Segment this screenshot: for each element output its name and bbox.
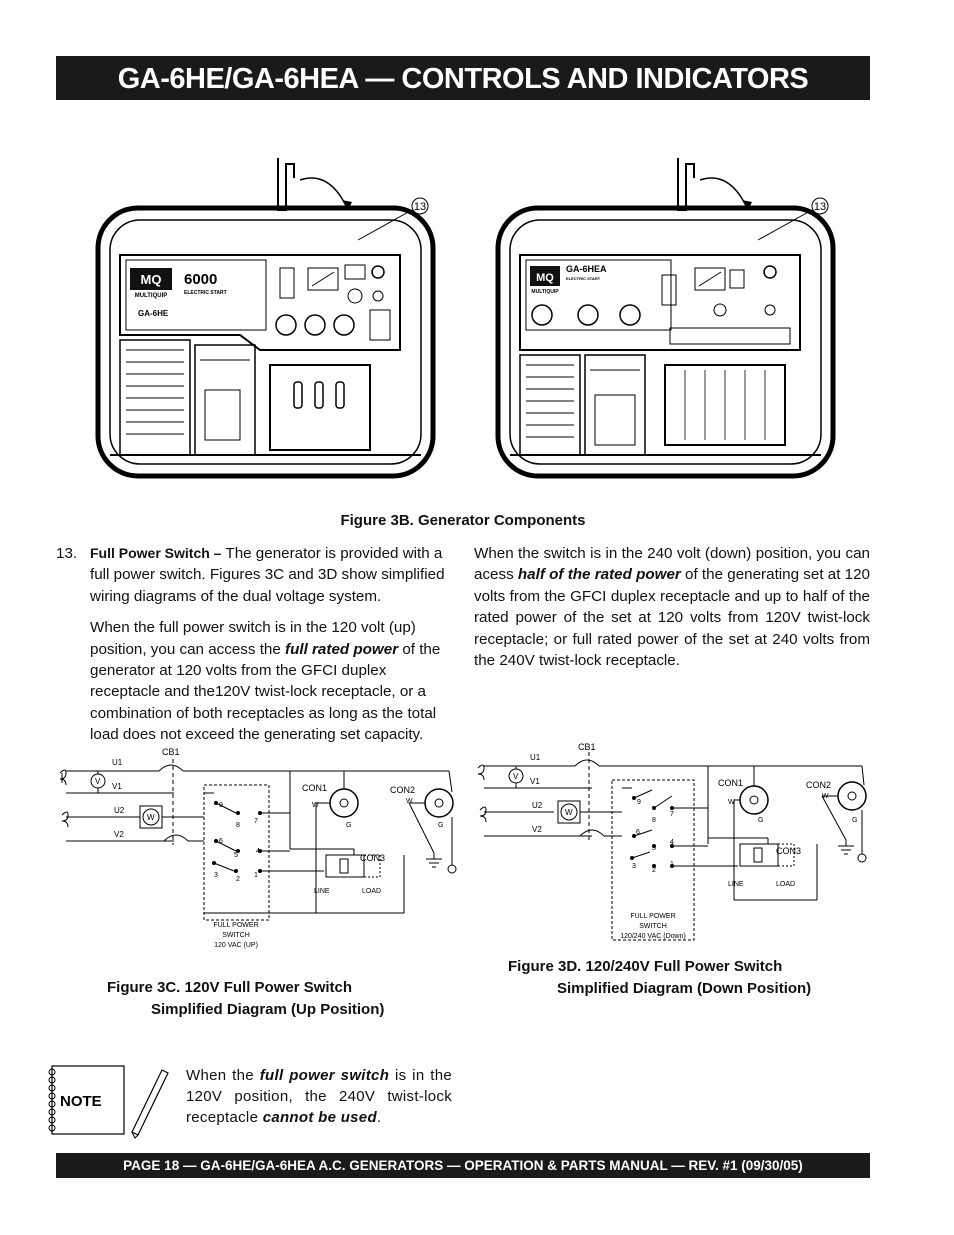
terminal-4: 4 [670, 839, 674, 846]
terminal-3: 3 [632, 863, 636, 870]
label-load: LOAD [776, 881, 795, 888]
section-p3: When the switch is in the 240 volt (down… [474, 545, 871, 670]
wiring-diagram-3c: U1 V1 U2 V2 CB1 V W CON1 W G CON2 W G CO… [59, 747, 457, 949]
terminal-4: 4 [256, 848, 260, 855]
generator-illustration-ga6hea: MQ MULTIQUIP GA-6HEA ELECTRIC START 13 [495, 158, 836, 479]
voltmeter-symbol: V [95, 777, 101, 786]
section-p1: The generator is provided with a full po… [90, 545, 445, 605]
label-v2: V2 [532, 825, 542, 834]
label-g2: G [852, 817, 857, 824]
label-g1: G [346, 822, 351, 829]
terminal-8: 8 [652, 817, 656, 824]
section-heading: Full Power Switch – [90, 545, 222, 561]
callout-13: 13 [814, 201, 826, 213]
generator-illustration-ga6he: MQ MULTIQUIP 6000 ELECTRIC START GA-6HE … [95, 158, 436, 479]
label-line: LINE [314, 888, 330, 895]
label-g2: G [438, 822, 443, 829]
terminal-7: 7 [670, 811, 674, 818]
page-title: GA-6HE/GA-6HEA — CONTROLS AND INDICATORS [56, 56, 870, 100]
wattmeter-symbol: W [147, 813, 155, 822]
label-con1: CON1 [302, 783, 327, 793]
terminal-5: 5 [652, 845, 656, 852]
label-load: LOAD [362, 888, 381, 895]
voltmeter-symbol: V [513, 772, 519, 781]
label-v1: V1 [530, 777, 540, 786]
terminal-7: 7 [254, 818, 258, 825]
figure-3d-caption-2: Simplified Diagram (Down Position) [557, 980, 812, 997]
section-13-right: When the switch is in the 240 volt (down… [474, 543, 870, 681]
label-line: LINE [728, 881, 744, 888]
label-con2: CON2 [806, 780, 831, 790]
terminal-9: 9 [219, 802, 223, 809]
label-w2: W [822, 793, 829, 800]
label-u1: U1 [112, 758, 123, 767]
switch-label-1: FULL POWER [213, 922, 258, 929]
terminal-6: 6 [636, 829, 640, 836]
section-p2: When the full power switch is in the 120… [90, 619, 441, 744]
figure-3c-caption-2: Simplified Diagram (Up Position) [151, 1001, 385, 1018]
terminal-3: 3 [214, 872, 218, 879]
label-cb1: CB1 [162, 747, 180, 757]
wattmeter-symbol: W [565, 808, 573, 817]
brand-logo: MQ [536, 272, 554, 284]
label-g1: G [758, 817, 763, 824]
figure-3d-caption-1: Figure 3D. 120/240V Full Power Switch [508, 958, 783, 975]
model-label: GA-6HE [138, 309, 169, 318]
terminal-5: 5 [234, 852, 238, 859]
label-u2: U2 [532, 801, 543, 810]
model-sub: ELECTRIC START [566, 276, 601, 281]
callout-13: 13 [414, 201, 426, 213]
model-sub: ELECTRIC START [184, 290, 227, 296]
figure-3c-caption-1: Figure 3C. 120V Full Power Switch [107, 979, 353, 996]
model-big: GA-6HEA [566, 264, 607, 274]
label-cb1: CB1 [578, 742, 596, 752]
section-13-left: 13. Full Power Switch – The generator is… [56, 543, 454, 756]
label-u2: U2 [114, 806, 125, 815]
generator-components-figure: MQ MULTIQUIP 6000 ELECTRIC START GA-6HE … [95, 158, 836, 479]
wiring-diagram-3d: U1 V1 U2 V2 CB1 V W CON1 W G CON2 W G CO… [477, 742, 867, 941]
pencil-icon [131, 1069, 169, 1136]
terminal-6: 6 [219, 838, 223, 845]
terminal-2: 2 [236, 876, 240, 883]
label-con1: CON1 [718, 778, 743, 788]
label-v1: V1 [112, 782, 122, 791]
terminal-8: 8 [236, 822, 240, 829]
switch-label-2: SWITCH [222, 932, 250, 939]
switch-label-3: 120 VAC (UP) [214, 942, 258, 949]
label-v2: V2 [114, 830, 124, 839]
model-big: 6000 [184, 271, 217, 288]
brand-sub: MULTIQUIP [135, 293, 168, 299]
note-text: When the full power switch is in the 120… [186, 1067, 453, 1126]
label-con3: CON3 [776, 846, 801, 856]
brand-logo: MQ [141, 272, 162, 287]
switch-label-3: 120/240 VAC (Down) [620, 933, 686, 940]
label-con2: CON2 [390, 785, 415, 795]
terminal-1: 1 [254, 872, 258, 879]
switch-label-1: FULL POWER [630, 913, 675, 920]
note-label: NOTE [60, 1093, 102, 1110]
label-w1: W [728, 799, 735, 806]
label-w2: W [406, 798, 413, 805]
label-w1: W [312, 802, 319, 809]
label-u1: U1 [530, 753, 541, 762]
note-notepad-icon: NOTE [48, 1065, 169, 1139]
figure-3b-caption: Figure 3B. Generator Components [340, 512, 586, 529]
label-con3: CON3 [360, 853, 385, 863]
page-footer: PAGE 18 — GA-6HE/GA-6HEA A.C. GENERATORS… [56, 1153, 870, 1178]
brand-sub: MULTIQUIP [531, 289, 559, 295]
terminal-2: 2 [652, 867, 656, 874]
section-number: 13. [56, 545, 78, 562]
terminal-1: 1 [670, 861, 674, 868]
switch-label-2: SWITCH [639, 923, 667, 930]
terminal-9: 9 [637, 799, 641, 806]
